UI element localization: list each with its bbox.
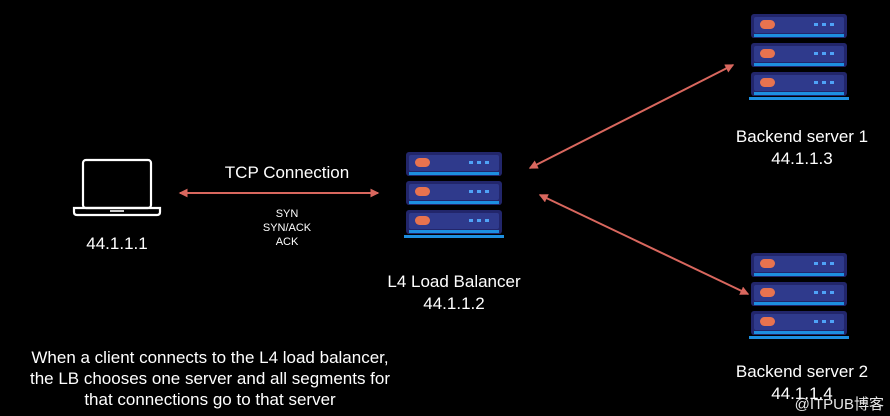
caption-line-2: the LB chooses one server and all segmen… <box>29 369 391 388</box>
backend-2-name: Backend server 2 <box>735 362 869 381</box>
load-balancer-ip: 44.1.1.2 <box>423 294 485 313</box>
laptop-icon <box>72 158 162 217</box>
server-icon-backend-1 <box>749 14 849 100</box>
handshake-ack: ACK <box>275 236 299 248</box>
backend-2-ip: 44.1.1.4 <box>771 384 833 403</box>
watermark: @ITPUB博客 <box>794 396 884 413</box>
server-icon-backend-2 <box>749 253 849 339</box>
arrow-lb-backend-2 <box>538 194 750 295</box>
arrow-lb-backend-1 <box>528 64 735 169</box>
connection-title: TCP Connection <box>224 163 350 182</box>
backend-1-name: Backend server 1 <box>735 127 869 146</box>
caption-line-1: When a client connects to the L4 load ba… <box>31 348 389 367</box>
backend-1-ip: 44.1.1.3 <box>771 149 833 168</box>
caption-line-3: that connections go to that server <box>84 390 336 409</box>
server-icon-load-balancer <box>404 152 504 238</box>
handshake-syn: SYN <box>275 208 299 220</box>
handshake-synack: SYN/ACK <box>262 222 312 234</box>
load-balancer-name: L4 Load Balancer <box>387 272 521 291</box>
client-ip: 44.1.1.1 <box>86 234 148 253</box>
